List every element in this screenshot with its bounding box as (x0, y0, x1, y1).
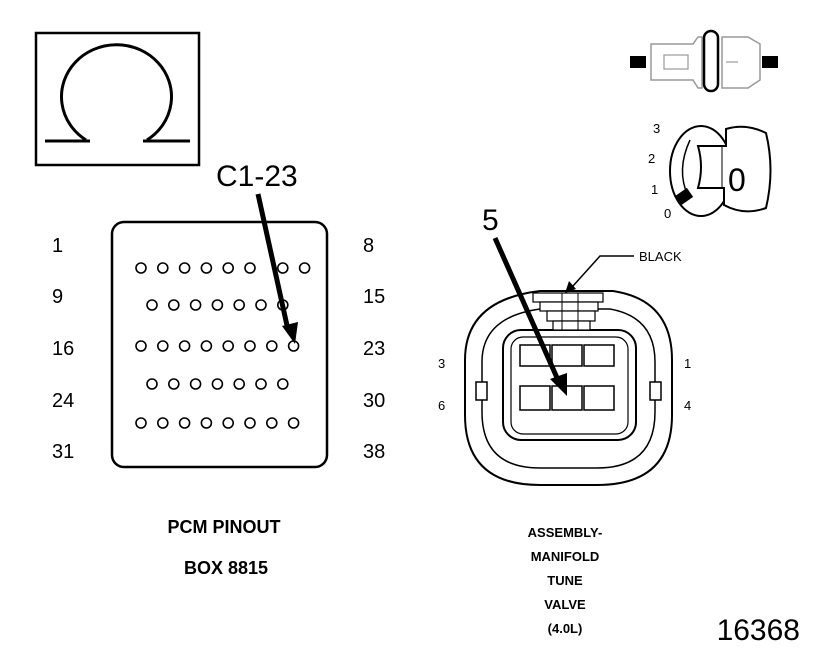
pcm-pin (287, 417, 300, 429)
pcm-pin (222, 262, 234, 274)
switch-pos-3: 3 (653, 121, 660, 136)
key-value: 0 (728, 162, 746, 198)
switch-pos-2: 2 (648, 151, 655, 166)
pcm-pin (265, 417, 278, 429)
callout-c1-23-arrowhead (282, 322, 298, 344)
pcm-pin (135, 262, 147, 274)
pcm-row-left-2: 9 (52, 286, 63, 308)
switch-pos-1: 1 (651, 182, 658, 197)
pcm-pin (255, 299, 267, 311)
callout-black: BLACK (639, 249, 682, 264)
ohm-icon (34, 31, 201, 167)
pcm-pin (189, 378, 202, 390)
assembly-caption-1: ASSEMBLY- (528, 525, 603, 540)
assembly-connector (464, 290, 673, 486)
pcm-pin (233, 299, 245, 311)
pcm-connector-outline (110, 220, 329, 469)
ignition-key-icon (669, 125, 772, 217)
pcm-row-right-5: 38 (363, 441, 385, 463)
pcm-row-right-3: 23 (363, 338, 385, 360)
pcm-row-right-2: 15 (363, 286, 385, 308)
pcm-pin (244, 340, 256, 352)
pcm-row-right-4: 30 (363, 390, 385, 412)
assembly-caption-4: VALVE (544, 597, 586, 612)
pcm-pin (276, 262, 289, 274)
pcm-row-right-1: 8 (363, 235, 374, 257)
pcm-pin (178, 262, 191, 274)
pcm-pin (298, 262, 311, 274)
callout-c1-23: C1-23 (216, 160, 298, 193)
pcm-pin (135, 417, 147, 429)
pcm-pin (244, 262, 256, 274)
pcm-pin (211, 378, 224, 390)
pcm-pin (255, 378, 267, 390)
pcm-pin (200, 417, 213, 429)
conn-pin-3: 3 (438, 356, 445, 371)
pcm-pin (135, 340, 147, 352)
pcm-pin (276, 378, 289, 390)
callout-c1-23-arrow (255, 193, 291, 331)
pcm-caption-line1: PCM PINOUT (167, 517, 280, 537)
pcm-pin (222, 340, 234, 352)
pcm-pin (200, 340, 213, 352)
pcm-pin (146, 378, 158, 390)
pcm-pin (211, 299, 224, 311)
pcm-pin (222, 417, 234, 429)
pcm-pin (178, 417, 191, 429)
connector-icon (630, 29, 778, 93)
pcm-pin (244, 417, 256, 429)
assembly-caption-3: TUNE (547, 573, 583, 588)
conn-pin-4: 4 (684, 398, 691, 413)
pcm-pin (157, 417, 169, 429)
pcm-pin (233, 378, 245, 390)
pcm-row-left-4: 24 (52, 390, 74, 412)
pcm-pin (287, 340, 300, 352)
pcm-pin (168, 378, 180, 390)
pcm-pin (178, 340, 191, 352)
switch-pos-0: 0 (664, 206, 671, 221)
pcm-caption-line2: BOX 8815 (184, 558, 268, 578)
pcm-pin (200, 262, 213, 274)
figure-number: 16368 (717, 614, 800, 647)
pcm-row-left-1: 1 (52, 235, 63, 257)
callout-pin-5-arrow (492, 236, 561, 382)
callout-black-leader (572, 255, 634, 287)
callout-black-arrowhead (565, 281, 576, 293)
pcm-row-left-5: 31 (52, 441, 74, 463)
pcm-row-left-3: 16 (52, 338, 74, 360)
assembly-caption-5: (4.0L) (548, 621, 583, 636)
conn-pin-1: 1 (684, 356, 691, 371)
pcm-pin (146, 299, 158, 311)
pcm-pin (157, 262, 169, 274)
pcm-pin (168, 299, 180, 311)
pcm-pin (189, 299, 202, 311)
callout-pin-5: 5 (482, 204, 499, 237)
pcm-pin (265, 340, 278, 352)
pcm-pin (157, 340, 169, 352)
callout-pin-5-arrowhead (550, 373, 567, 396)
assembly-caption-2: MANIFOLD (531, 549, 600, 564)
conn-pin-6: 6 (438, 398, 445, 413)
